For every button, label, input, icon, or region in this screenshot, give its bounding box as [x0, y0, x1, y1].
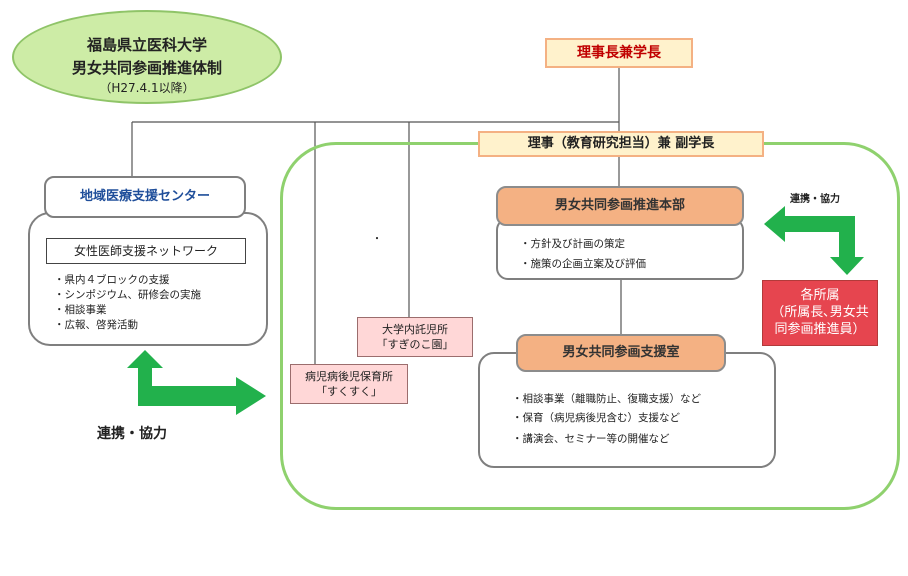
departments-title: 各所属 [800, 288, 840, 303]
nursery-sukusuku: 病児病後児保育所 「すくすく」 [290, 364, 408, 404]
support-office-item: ・講演会、セミナー等の開催など [512, 433, 670, 445]
department-cooperation-arrow [764, 206, 864, 275]
center-item: ・広報、啓発活動 [54, 319, 138, 331]
title-university: 福島県立医科大学 [86, 36, 207, 54]
departments-box: 各所属 （所属長､男女共 同参画推進員） [762, 280, 878, 346]
center-item: ・相談事業 [54, 304, 107, 316]
vice-president-box: 理事（教育研究担当）兼 副学長 [478, 131, 764, 157]
stray-dot: ・ [372, 234, 382, 245]
nursery-suginoko: 大学内託児所 「すぎのこ園」 [357, 317, 473, 357]
headquarters-item: ・方針及び計画の策定 [520, 238, 625, 250]
headquarters-item: ・施策の企画立案及び評価 [520, 258, 646, 270]
regional-center-header: 地域医療支援センター [44, 176, 246, 218]
center-cooperation-arrow [127, 350, 266, 415]
nursery-sukusuku-name: 「すくすく」 [316, 385, 382, 398]
support-office-item: ・保育（病児病後児含む）支援など [512, 412, 680, 424]
departments-detail-1: （所属長､男女共 [771, 305, 869, 320]
cooperation-label-small: 連携・協力 [790, 194, 840, 205]
nursery-suginoko-name: 「すぎのこ園」 [376, 338, 454, 351]
nursery-sukusuku-type: 病児病後児保育所 [305, 370, 393, 383]
cooperation-label-large: 連携・協力 [97, 426, 167, 442]
president-box: 理事長兼学長 [545, 38, 693, 68]
regional-center-box [28, 212, 268, 346]
center-item: ・県内４ブロックの支援 [54, 274, 170, 286]
title-date: （H27.4.1以降） [99, 81, 195, 95]
support-office-item: ・相談事業（離職防止、復職支援）など [512, 393, 701, 405]
support-office-header: 男女共同参画支援室 [516, 334, 726, 372]
title-ellipse: 福島県立医科大学 男女共同参画推進体制 （H27.4.1以降） [12, 10, 282, 104]
nursery-suginoko-type: 大学内託児所 [382, 323, 448, 336]
headquarters-header: 男女共同参画推進本部 [496, 186, 744, 226]
headquarters-box [496, 218, 744, 280]
title-system: 男女共同参画推進体制 [71, 59, 222, 77]
female-doctor-network: 女性医師支援ネットワーク [46, 238, 246, 264]
departments-detail-2: 同参画推進員） [774, 322, 866, 337]
center-item: ・シンポジウム、研修会の実施 [54, 289, 201, 301]
